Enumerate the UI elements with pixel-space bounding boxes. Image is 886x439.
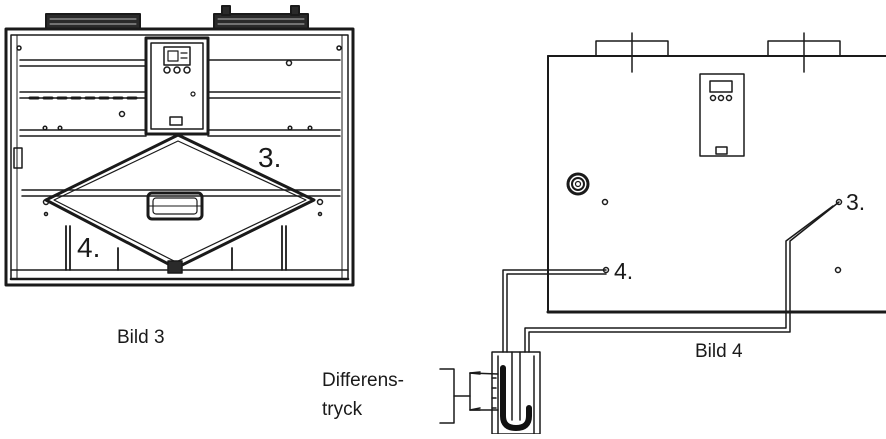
right-marker-exhaust-label: 3. [846,189,866,215]
gauge-label-line1: Differens- [322,370,405,391]
upper-compartments [19,59,341,197]
gauge-label-line2: tryck [322,399,363,420]
control-panel-side [699,73,745,157]
drain-connection [566,172,590,196]
measuring-points [601,198,843,274]
duct-collars [595,32,841,73]
top-duct-collars [45,5,309,30]
right-figure-caption: Bild 4 [695,341,743,362]
lower-supports [65,225,287,271]
control-panel-front [144,36,210,136]
u-tube-manometer [491,351,541,435]
unit-front-view [4,5,355,287]
left-figure-caption: Bild 3 [117,327,165,348]
unit-measurement-view [439,32,886,435]
left-marker-supply-label: 4. [77,232,101,263]
measuring-hoses [502,201,840,353]
right-marker-supply-label: 4. [614,258,634,284]
pressure-bracket [439,368,499,424]
rivets [16,45,342,217]
left-marker-exhaust-label: 3. [258,142,282,173]
heat-exchanger [44,133,316,274]
